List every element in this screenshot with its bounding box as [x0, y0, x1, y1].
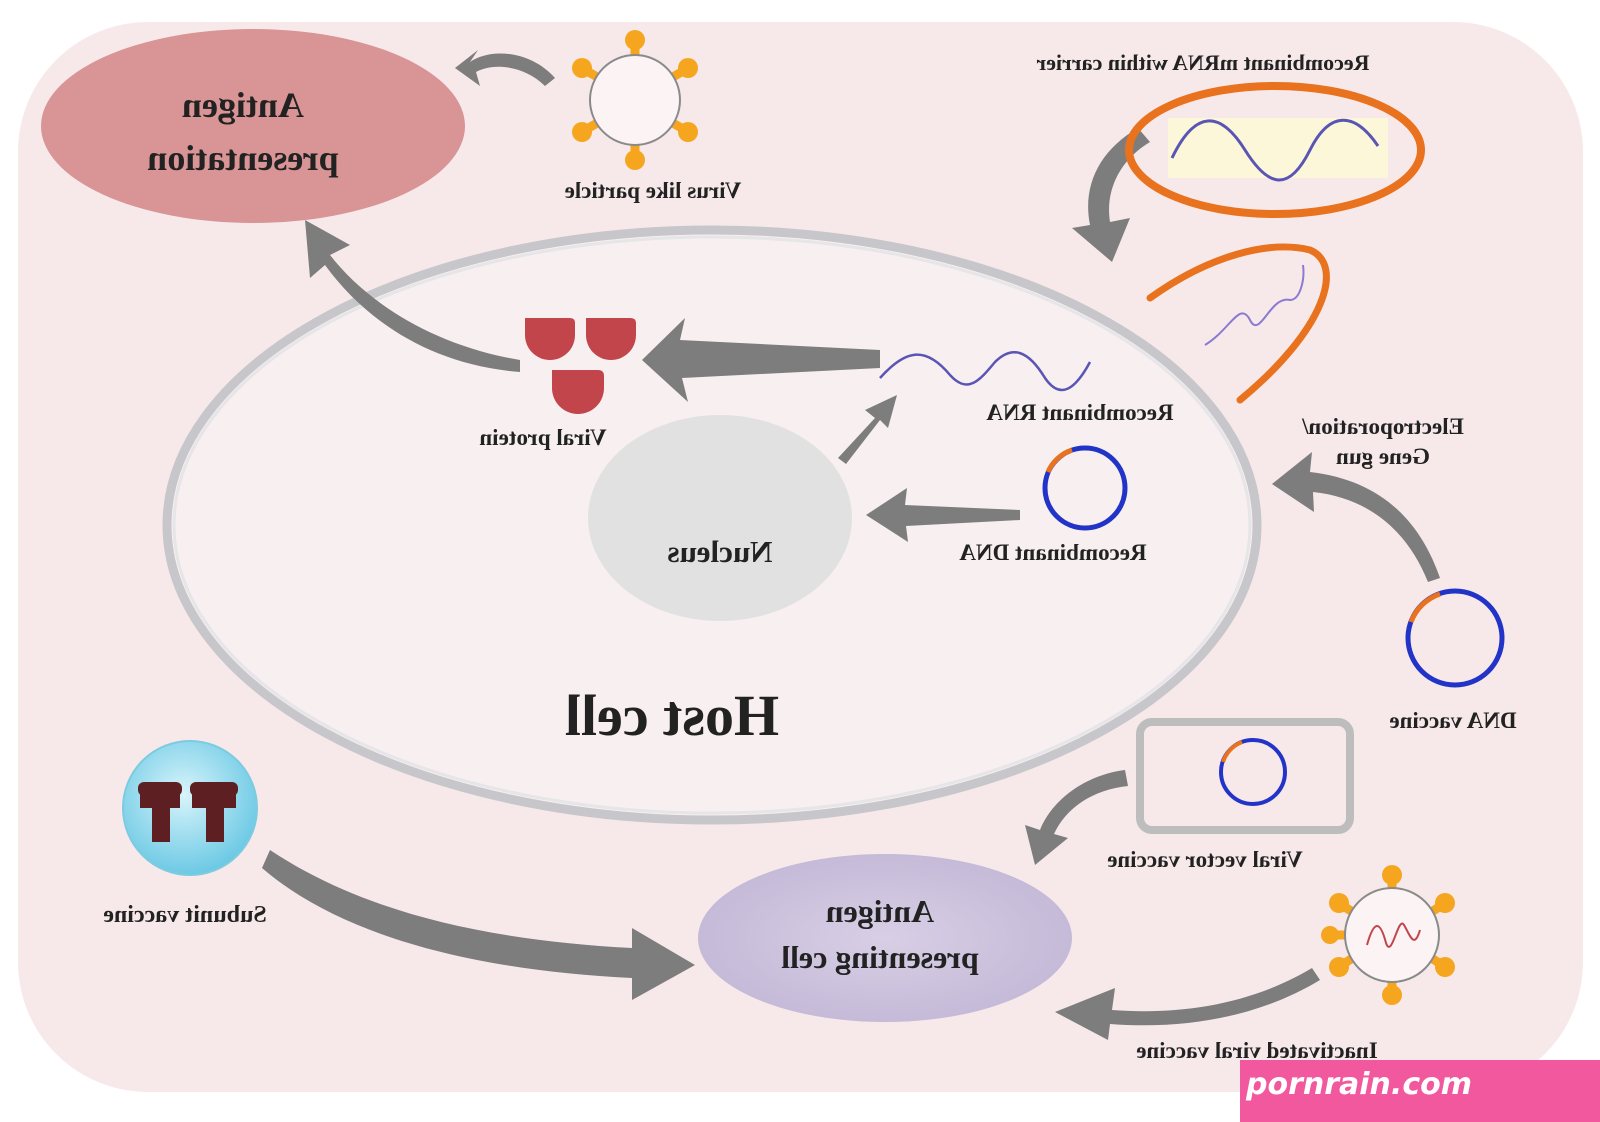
arrow-dna-vaccine-to-cell [1272, 452, 1440, 582]
arrow-protein-to-presentation [305, 220, 520, 372]
arrow-viral-vector-to-apc [1025, 770, 1128, 865]
arrow-subunit-to-apc [262, 850, 695, 1000]
recombinant-rna-icon [879, 351, 1092, 392]
watermark-badge: pornrain.com [1240, 1060, 1600, 1122]
svg-text:Gene gun: Gene gun [1336, 444, 1430, 469]
arrow-vlp-to-presentation [455, 50, 555, 86]
nucleus-label: Nucleus [667, 534, 772, 569]
viral-vector-vaccine-icon [1136, 718, 1354, 834]
watermark-text: pornrain.com [1245, 1067, 1472, 1102]
viral-vector-vaccine-label: Viral vector vaccine [1107, 847, 1302, 872]
virus-like-particle-icon [572, 30, 698, 170]
inactivated-viral-vaccine-label: Inactivated viral vaccine [1136, 1038, 1377, 1063]
arrow-dna-to-nucleus [866, 488, 1020, 542]
arrow-inactivated-to-apc [1055, 968, 1320, 1040]
inactivated-virus-icon [1321, 865, 1455, 1005]
svg-text:Antigen: Antigen [182, 85, 304, 125]
antigen-presenting-cell-ellipse [698, 854, 1072, 1022]
dna-vaccine-label: DNA vaccine [1389, 708, 1516, 733]
arrow-nucleus-to-rna [838, 395, 897, 464]
arrow-mrna-to-cell [1072, 128, 1150, 262]
svg-text:Electroporation/: Electroporation/ [1301, 414, 1463, 439]
svg-text:presenting cell: presenting cell [781, 939, 979, 975]
antigen-presenting-cell-label: Antigen presenting cell [781, 893, 979, 975]
subunit-vaccine-icon [122, 740, 258, 876]
svg-text:Antigen: Antigen [826, 893, 935, 929]
arrow-rna-to-protein [642, 318, 880, 402]
dna-vaccine-icon [1405, 588, 1505, 688]
recombinant-dna-icon [1042, 445, 1128, 531]
recombinant-dna-label: Recombinant DNA [959, 540, 1147, 565]
antigen-presentation-ellipse [41, 29, 465, 223]
arrows [262, 50, 1440, 1040]
mrna-carrier-icon [1125, 82, 1425, 218]
subunit-vaccine-label: Subunit vaccine [103, 902, 267, 928]
svg-text:presentation: presentation [147, 138, 338, 178]
viral-protein-icon [525, 318, 636, 414]
host-cell-label: Host cell [565, 683, 779, 748]
antigen-presentation-label: Antigen presentation [147, 85, 338, 178]
viral-protein-label: Viral protein [479, 425, 606, 450]
carrier-membrane-icon [1146, 243, 1330, 404]
recombinant-rna-label: Recombinant RNA [986, 400, 1174, 425]
virus-like-particle-label: Virus like particle [565, 178, 742, 203]
nucleus-ellipse [588, 415, 852, 621]
recombinant-mrna-carrier-label: Recombinant mRNA within carrier [1036, 50, 1369, 75]
electroporation-label: Electroporation/ Gene gun [1301, 414, 1463, 469]
